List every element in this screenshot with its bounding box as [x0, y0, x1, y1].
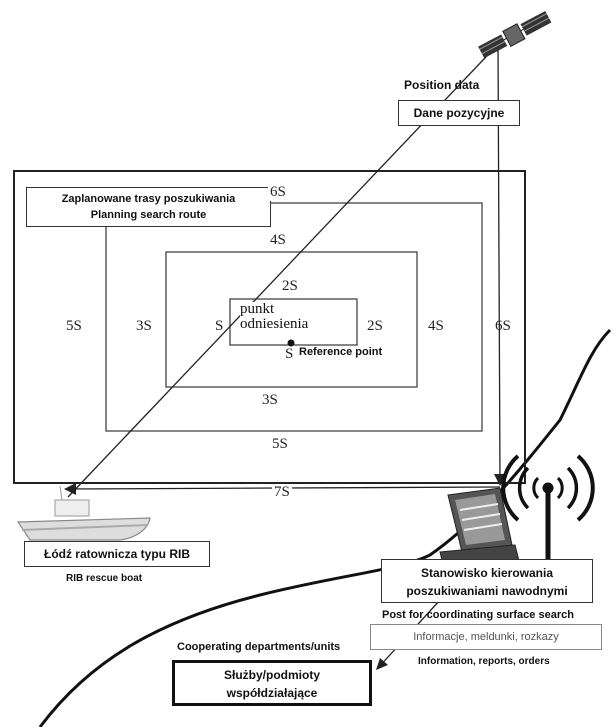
planning-route-box: Zaplanowane trasy poszukiwania Planning … [26, 187, 271, 227]
distance-left-second: 3S [136, 318, 152, 334]
reference-point-en: Reference point [299, 346, 383, 358]
distance-bottom-inner: 3S [262, 392, 278, 408]
rib-boat-icon [16, 485, 151, 548]
departments-box: Służby/podmioty współdziałające [172, 660, 372, 706]
position-data-title-en: Position data [404, 78, 480, 92]
position-data-box: Dane pozycyjne [398, 100, 520, 126]
antenna-icon [501, 454, 595, 565]
arrowhead-boat [64, 483, 76, 495]
search-rect-second [105, 202, 483, 432]
distance-top-second: 4S [270, 232, 286, 248]
distance-left-outer: 5S [66, 318, 82, 334]
planning-route-en: Planning search route [90, 209, 207, 221]
rib-boat-pl: Łódź ratownicza typu RIB [43, 547, 190, 561]
search-rect-outer [13, 170, 526, 484]
satellite-icon [478, 10, 552, 59]
planning-route-pl: Zaplanowane trasy poszukiwania [61, 193, 236, 205]
departments-pl-line2: współdziałające [226, 686, 318, 700]
info-en: Information, reports, orders [418, 656, 550, 667]
reference-point-pl-line1: punkt [240, 301, 275, 317]
rib-boat-en: RIB rescue boat [66, 573, 143, 584]
distance-right-second: 4S [428, 318, 444, 334]
search-rect-inner [165, 251, 418, 388]
distance-top-outer: 6S [268, 184, 288, 201]
info-pl: Informacje, meldunki, rozkazy [413, 631, 559, 643]
post-pl-line1: Stanowisko kierowania [420, 566, 554, 580]
post-box: Stanowisko kierowania poszukiwaniami naw… [381, 559, 593, 603]
reference-point-pl: punkt odniesienia [240, 301, 309, 332]
arrowhead-departments [376, 658, 388, 670]
distance-below-ref: S [285, 346, 294, 362]
distance-right-outer: 6S [495, 318, 511, 334]
position-data-title-pl: Dane pozycyjne [413, 106, 505, 120]
info-box: Informacje, meldunki, rozkazy [370, 624, 602, 650]
distance-bottom-second: 5S [272, 436, 288, 452]
reference-point-pl-line2: odniesienia [240, 316, 309, 332]
distance-bottom-outer: 7S [272, 484, 292, 501]
rib-boat-box: Łódź ratownicza typu RIB [24, 541, 210, 567]
post-en: Post for coordinating surface search [382, 609, 574, 621]
distance-right-inner: 2S [367, 318, 383, 334]
distance-left-inner: S [215, 318, 224, 334]
post-pl-line2: poszukiwaniami nawodnymi [406, 584, 568, 598]
distance-top-inner: 2S [282, 278, 298, 294]
departments-pl-line1: Służby/podmioty [224, 668, 320, 682]
reference-point-dot [287, 339, 295, 347]
departments-en: Cooperating departments/units [177, 641, 341, 653]
